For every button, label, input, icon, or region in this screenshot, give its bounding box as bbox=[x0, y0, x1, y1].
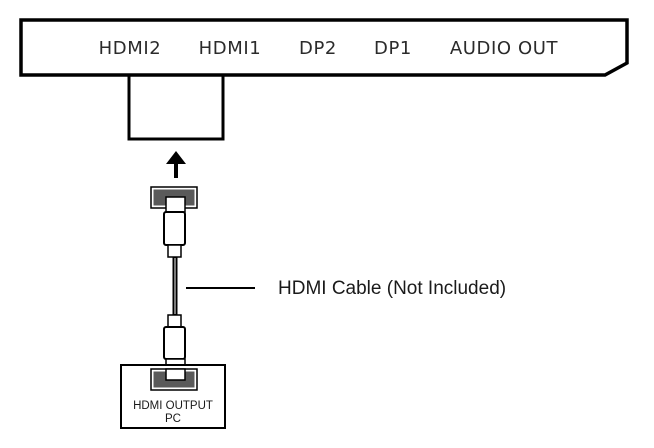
monitor-io-panel: HDMI2 HDMI1 DP2 DP1 AUDIO OUT bbox=[19, 18, 629, 77]
port-label-dp2: DP2 bbox=[299, 38, 337, 59]
io-panel-outline bbox=[19, 18, 629, 77]
pc-hdmi-plug-tip bbox=[165, 368, 186, 381]
port-bracket bbox=[127, 75, 225, 141]
cable-label: HDMI Cable (Not Included) bbox=[278, 278, 506, 299]
source-label-line2: PC bbox=[165, 413, 181, 425]
port-label-dp1: DP1 bbox=[374, 38, 412, 59]
pc-source-device: HDMI OUTPUT PC bbox=[120, 364, 226, 429]
up-arrow-icon bbox=[166, 151, 186, 178]
port-label-hdmi2: HDMI2 bbox=[99, 38, 162, 59]
hdmi-connector-top bbox=[150, 186, 198, 258]
port-label-hdmi1: HDMI1 bbox=[199, 38, 262, 59]
source-label-line1: HDMI OUTPUT bbox=[133, 400, 213, 412]
port-label-audio-out: AUDIO OUT bbox=[450, 38, 559, 59]
